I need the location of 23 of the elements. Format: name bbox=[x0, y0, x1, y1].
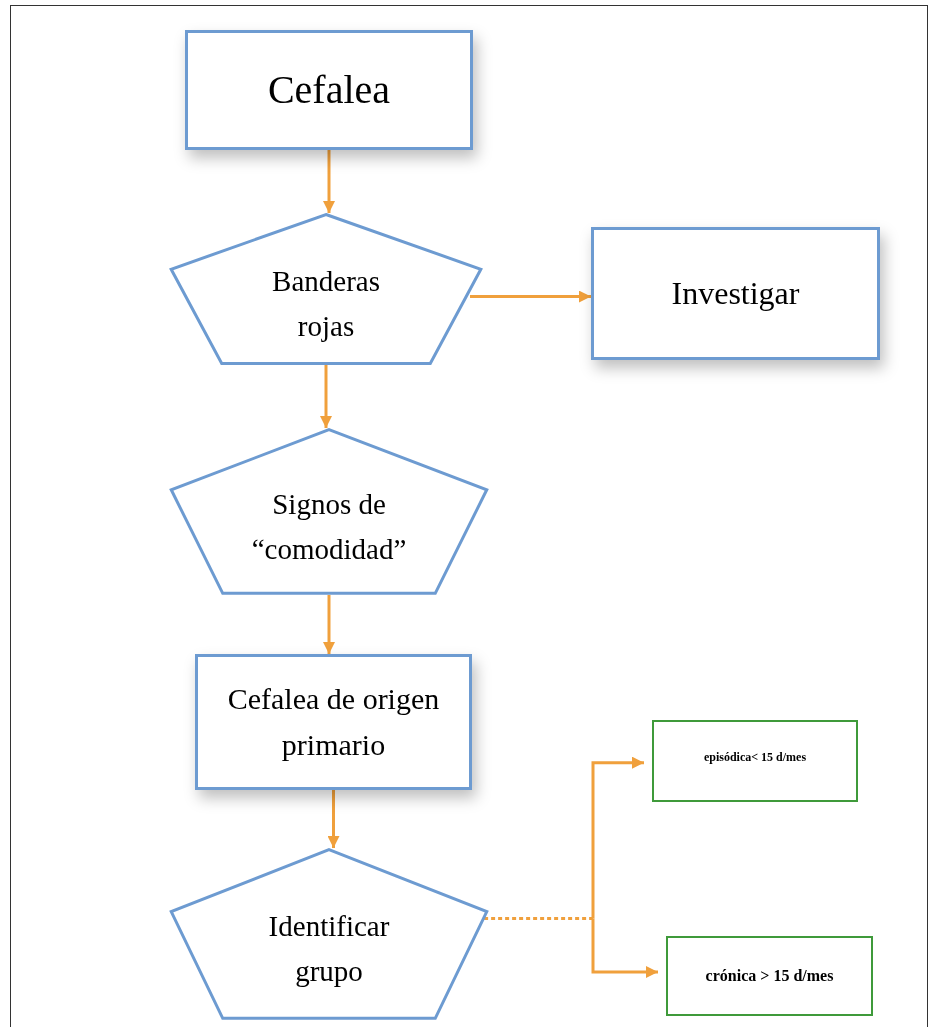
category-box bbox=[652, 720, 858, 802]
arrow bbox=[323, 150, 335, 213]
process-box bbox=[185, 30, 473, 150]
pentagon-shape bbox=[168, 428, 490, 595]
node-label: Cefalea de origen primario bbox=[226, 680, 441, 763]
node-label: Banderas rojas bbox=[271, 264, 381, 344]
process-box bbox=[591, 227, 880, 360]
node-label: Identificar grupo bbox=[267, 909, 391, 989]
arrow bbox=[591, 756, 644, 919]
arrow bbox=[320, 365, 332, 428]
node-label: crónica > 15 d/mes bbox=[705, 966, 834, 986]
node-label: Cefalea bbox=[267, 66, 391, 114]
node-label: episódica< 15 d/mes bbox=[703, 749, 807, 766]
arrow bbox=[470, 290, 591, 303]
node-label: Signos de “comodidad” bbox=[250, 486, 408, 567]
arrow bbox=[323, 595, 335, 654]
arrow bbox=[327, 790, 340, 848]
category-box bbox=[666, 936, 873, 1016]
pentagon-shape bbox=[168, 848, 490, 1020]
pentagon-shape bbox=[168, 213, 484, 365]
process-box bbox=[195, 654, 472, 790]
arrow bbox=[591, 918, 658, 978]
node-label: Investigar bbox=[671, 273, 800, 313]
